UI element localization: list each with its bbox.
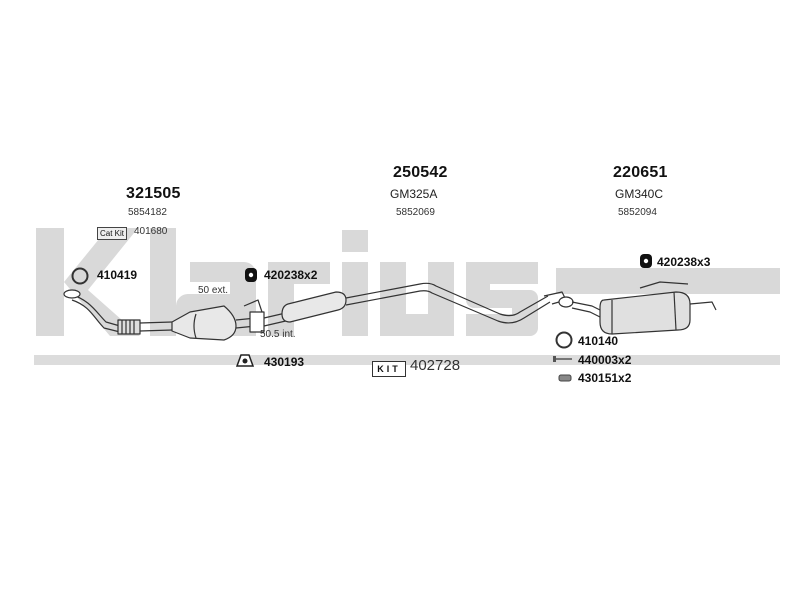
kit-part-number: 402728 — [410, 357, 461, 374]
cat-kit-part-number: 401680 — [134, 226, 168, 237]
accessory-420238x3: 420238x3 — [657, 255, 711, 269]
centre-silencer — [281, 291, 347, 323]
mounting-bracket-icon — [235, 354, 255, 367]
accessory-440003x2: 440003x2 — [578, 353, 632, 367]
section-2-ref: 5852069 — [396, 207, 435, 218]
dimension-int: 50.5 int. — [260, 329, 296, 340]
dimension-ext: 50 ext. — [198, 285, 229, 296]
section-3-ref: 5852094 — [618, 207, 657, 218]
kit-badge: KIT — [372, 361, 406, 377]
rear-silencer — [599, 291, 691, 335]
accessory-410140: 410140 — [578, 334, 619, 348]
gasket-ring-icon — [555, 331, 573, 349]
accessory-430151x2: 430151x2 — [578, 371, 632, 385]
accessory-420238x2: 420238x2 — [264, 268, 318, 282]
section-3-part-number: 220651 — [613, 164, 668, 181]
accessory-410419: 410419 — [97, 268, 138, 282]
section-1-part-number: 321505 — [126, 185, 181, 202]
flex-joint — [117, 319, 141, 335]
rubber-hanger-icon — [640, 254, 652, 268]
section-1-ref: 5854182 — [128, 207, 167, 218]
rubber-hanger-icon — [245, 268, 257, 282]
cat-kit-badge: Cat Kit — [97, 227, 128, 240]
front-pipe — [69, 293, 121, 327]
section-3-model: GM340C — [615, 187, 664, 201]
clamp-icon — [558, 374, 572, 382]
accessory-430193: 430193 — [264, 355, 305, 369]
catalytic-converter — [171, 305, 237, 341]
section-2-model: GM325A — [390, 187, 438, 201]
gasket-ring-icon — [71, 267, 89, 285]
section-2-part-number: 250542 — [393, 164, 448, 181]
bolt-icon — [553, 356, 572, 362]
